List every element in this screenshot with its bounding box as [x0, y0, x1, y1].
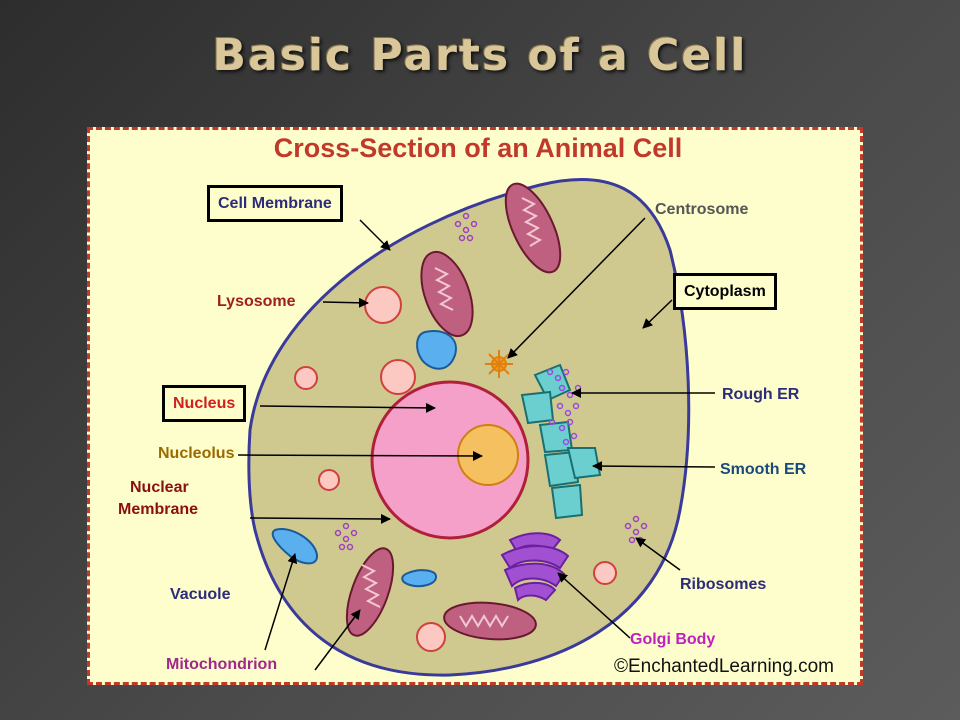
- leader-arrows: [237, 217, 716, 671]
- label-mitochondrion: Mitochondrion: [166, 656, 278, 673]
- mitochondria: [345, 182, 562, 641]
- label-smooth-er: Smooth ER: [720, 461, 807, 478]
- slide-title: Basic Parts of a Cell: [212, 30, 748, 81]
- label-centrosome: Centrosome: [655, 201, 749, 218]
- label-nuclear-membrane-1: Nuclear: [130, 479, 189, 496]
- golgi-body: [500, 532, 570, 602]
- label-cytoplasm: Cytoplasm: [673, 273, 777, 310]
- label-ribosomes: Ribosomes: [680, 576, 767, 593]
- label-golgi-body: Golgi Body: [630, 631, 716, 648]
- cell-illustration: [237, 177, 716, 677]
- label-nucleolus: Nucleolus: [158, 445, 235, 462]
- label-cell-membrane: Cell Membrane: [207, 185, 343, 222]
- centrosome: [485, 350, 513, 378]
- copyright-credit: ©EnchantedLearning.com: [614, 656, 834, 677]
- label-nuclear-membrane-2: Membrane: [118, 501, 199, 518]
- nuclear-membrane: [370, 380, 530, 540]
- diagram-title: Cross-Section of an Animal Cell: [273, 133, 683, 163]
- vacuoles: [271, 330, 457, 588]
- cell-diagram: Cross-Section of an Animal Cell: [87, 127, 863, 685]
- ribosome-clusters: [334, 212, 648, 551]
- label-lysosome: Lysosome: [217, 293, 296, 310]
- label-rough-er: Rough ER: [722, 386, 800, 403]
- nucleolus: [457, 424, 519, 486]
- er-ribosome-dots: [546, 368, 582, 446]
- label-nucleus: Nucleus: [162, 385, 247, 422]
- label-vacuole: Vacuole: [170, 586, 231, 603]
